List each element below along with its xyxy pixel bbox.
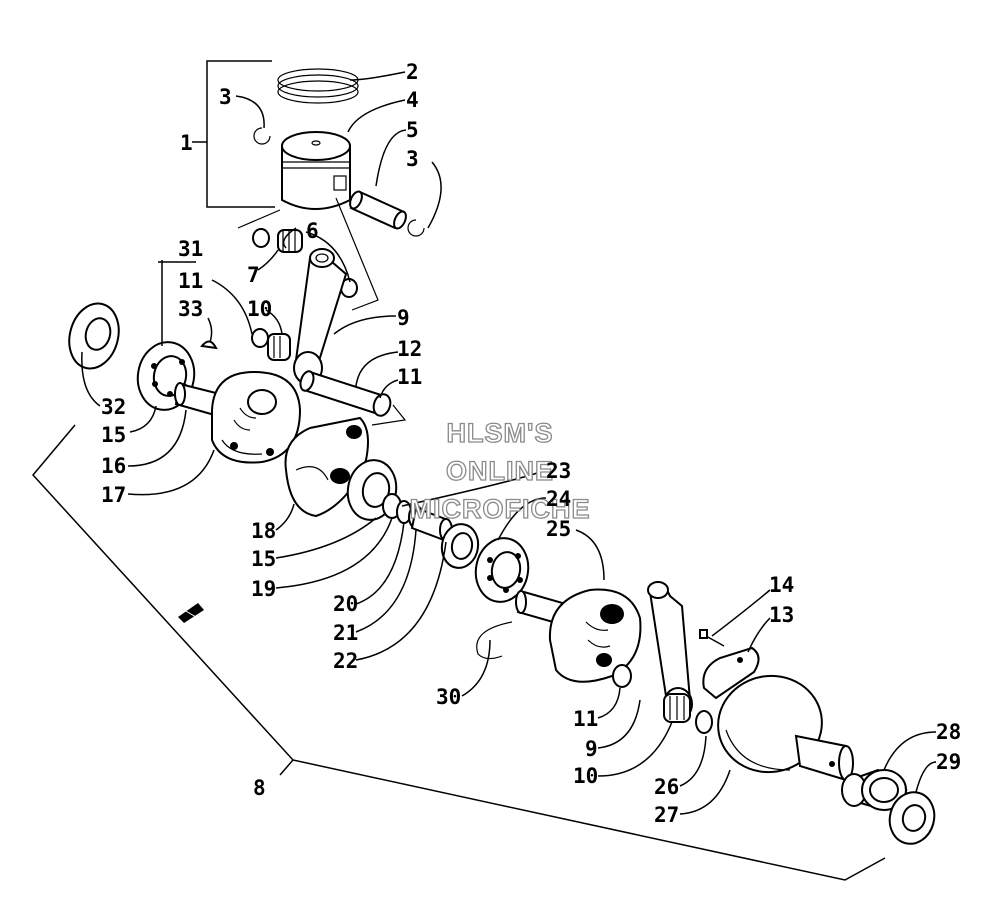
crank-half-left [174,370,302,464]
crank-pin [299,370,392,417]
callout-10-bottom: 10 [573,764,598,788]
callout-9-bottom: 9 [585,737,598,761]
callout-27: 27 [654,803,679,827]
callout-5: 5 [406,118,419,142]
callout-10-top: 10 [247,297,272,321]
callout-11-mid: 11 [397,365,422,389]
callout-24: 24 [546,487,571,511]
circlip-left [253,127,271,145]
piston-rings [277,68,359,104]
callout-labels: 1 2 3 4 5 3 6 7 31 11 33 10 9 12 11 32 1… [101,60,961,827]
woodruff-key [200,340,218,350]
callout-15-left: 15 [101,423,126,447]
callout-2: 2 [406,60,419,84]
assembly-bracket-1 [192,60,275,208]
callout-20: 20 [333,592,358,616]
callout-26: 26 [654,775,679,799]
callout-3-left: 3 [219,85,232,109]
watermark-line-1: HLSM'S [447,418,554,448]
callout-15-mid: 15 [251,547,276,571]
callout-1: 1 [180,131,193,155]
alignment-lines [237,197,407,426]
callout-32: 32 [101,395,126,419]
leader-lines [81,71,937,815]
callout-22: 22 [333,649,358,673]
bearing-right-end [841,768,908,811]
callout-18: 18 [251,519,276,543]
main-bearing-right [474,537,530,603]
callout-3-right: 3 [406,147,419,171]
callout-29: 29 [936,750,961,774]
crank-half-right [515,588,642,683]
snap-ring [476,621,513,660]
callout-16: 16 [101,454,126,478]
callout-4: 4 [406,88,419,112]
callout-19: 19 [251,577,276,601]
callout-8: 8 [253,776,266,800]
callout-17: 17 [101,483,126,507]
callout-14: 14 [769,573,794,597]
watermark-line-3: MICROFICHE [410,494,591,524]
oil-seal-right [888,791,936,845]
callout-6: 6 [306,219,319,243]
callout-21: 21 [333,621,358,645]
callout-9-top: 9 [397,306,410,330]
callout-28: 28 [936,720,961,744]
callout-31: 31 [178,237,203,261]
callout-11-bottom: 11 [573,707,598,731]
callout-30: 30 [436,685,461,709]
piston [281,131,351,210]
callout-7: 7 [247,263,260,287]
washer-bearing-left [251,328,291,361]
arrow-icon [178,603,204,623]
callout-25: 25 [546,517,571,541]
connecting-rod-upper [293,248,348,385]
circlip-right [407,219,425,237]
watermark: HLSM'S ONLINE MICROFICHE [409,417,591,524]
watermark-line-2: ONLINE [446,456,554,486]
screw-and-plate [699,629,760,700]
callout-13: 13 [769,603,794,627]
center-shaft-components [382,493,480,569]
washer-bearing-lower [612,664,713,734]
assembly-bracket-8 [32,424,886,881]
callout-23: 23 [546,459,571,483]
piston-pin [349,190,407,230]
callout-33: 33 [178,297,203,321]
callout-11-top: 11 [178,269,203,293]
callout-12: 12 [397,337,422,361]
oil-seal-left [68,302,120,370]
crank-wheel-right [717,674,854,782]
